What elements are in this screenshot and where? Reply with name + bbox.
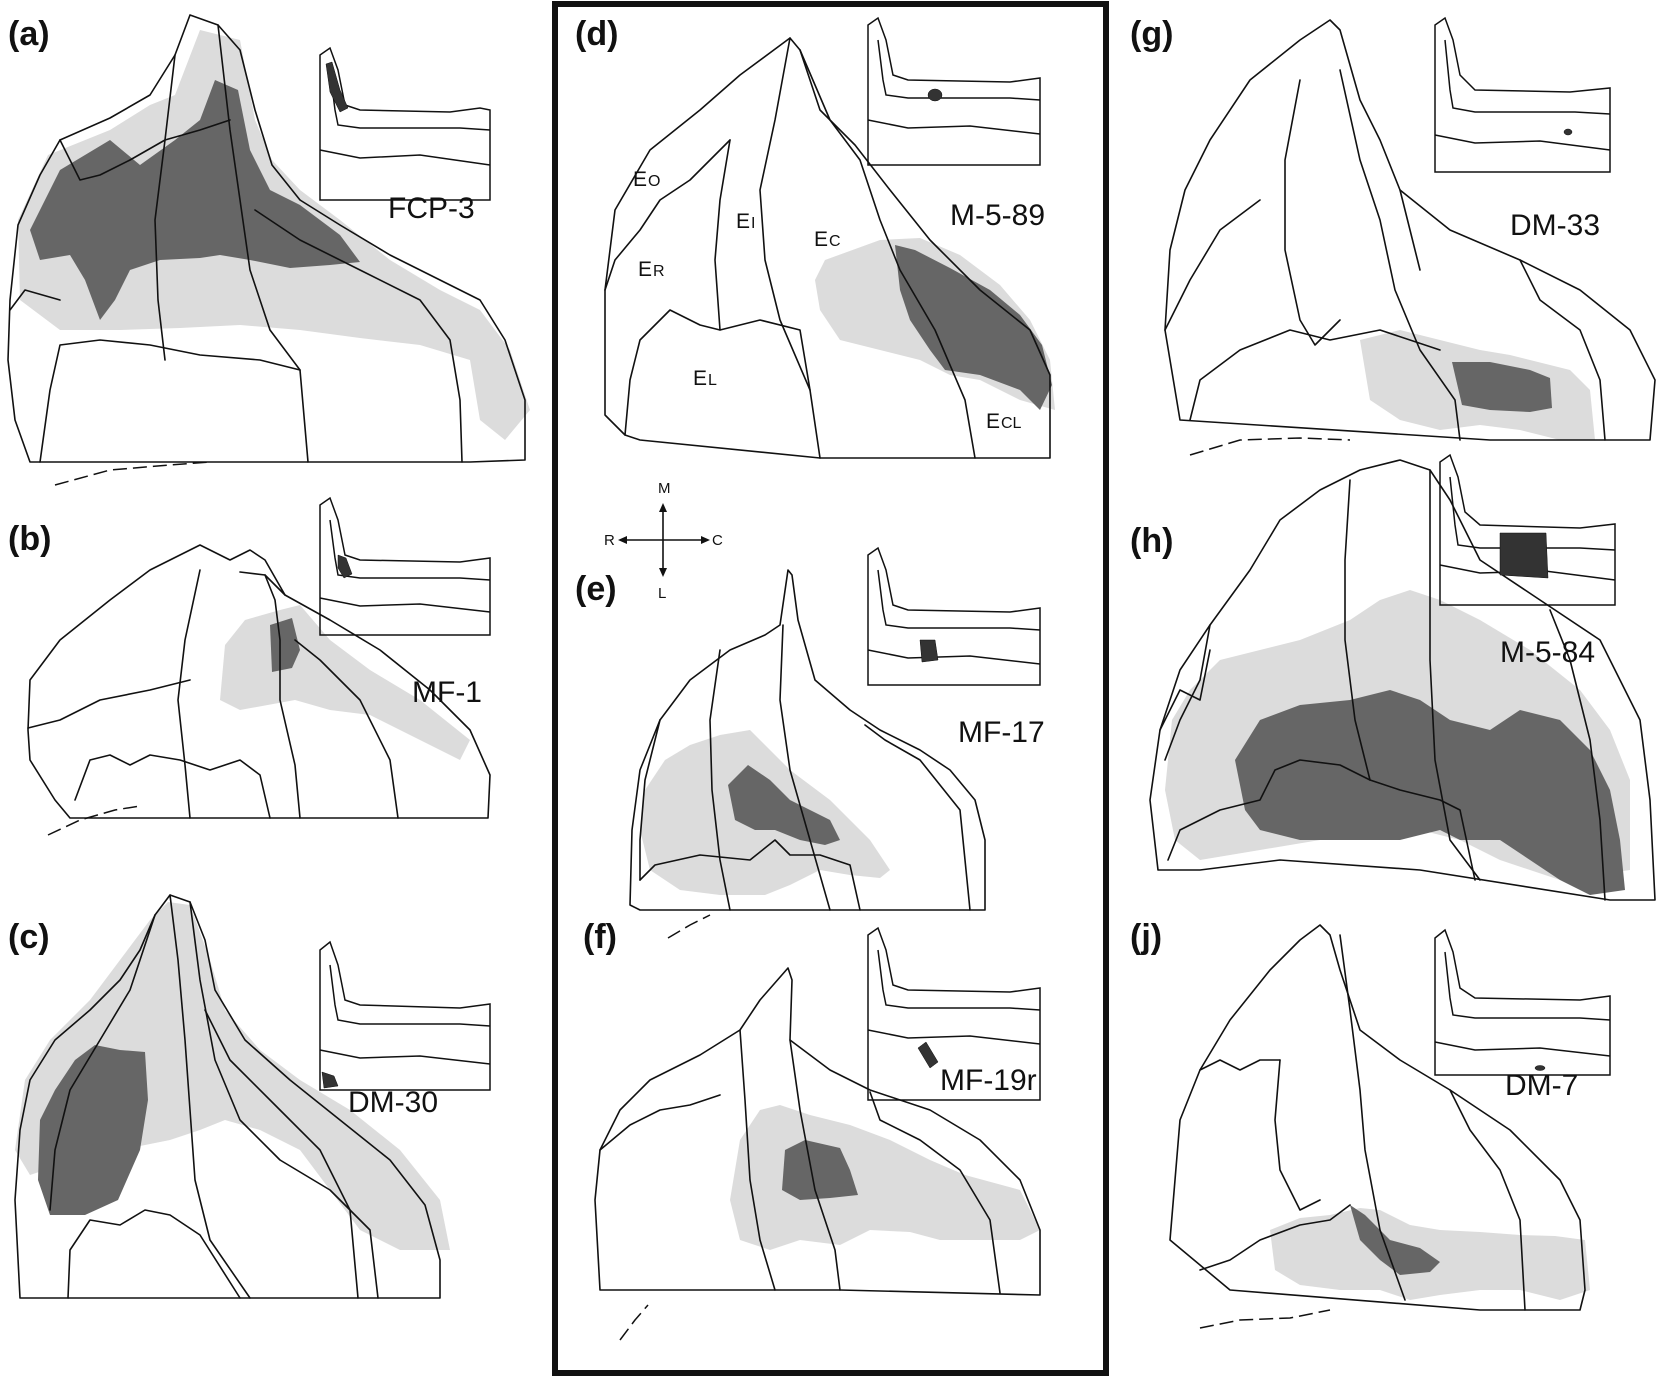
panel-h-inset	[1439, 453, 1616, 606]
panel-a: (a) FCP-3	[7, 14, 530, 486]
compass-down-label: L	[658, 585, 666, 602]
panel-g-dark-region	[1452, 362, 1552, 412]
panel-e-dark-region	[728, 765, 840, 845]
region-label-er: E R	[638, 258, 665, 281]
region-label-eo: E O	[633, 168, 660, 191]
panel-j-inset	[1434, 928, 1611, 1076]
panel-j-outline	[1169, 924, 1586, 1311]
panel-j-inset-mark	[1534, 1065, 1546, 1071]
region-label-el: E L	[693, 367, 717, 390]
panel-e-case-label: MF-17	[958, 716, 1045, 749]
panel-f-case-label: MF-19r	[940, 1064, 1037, 1097]
svg-text:L: L	[708, 372, 717, 389]
panel-f: (f) MF-19r	[583, 918, 1041, 1341]
panel-f-light-region	[730, 1105, 1040, 1250]
panel-e-label: (e)	[575, 570, 617, 608]
center-frame	[552, 1, 1109, 1376]
region-label-ec: E C	[814, 228, 841, 251]
panel-g-inset-mark	[1563, 128, 1573, 136]
panel-c: (c) DM-30	[8, 894, 491, 1299]
panel-a-dark-region	[30, 80, 360, 320]
svg-text:E: E	[736, 210, 750, 233]
panel-b-dark-region	[270, 618, 300, 672]
svg-text:R: R	[653, 263, 665, 280]
panel-a-outline	[7, 14, 526, 463]
panel-c-inset	[319, 940, 491, 1091]
panel-h: (h) M-5-84	[1130, 453, 1656, 901]
panel-c-light-region	[15, 902, 450, 1250]
panel-g-inset	[1434, 16, 1611, 173]
panel-h-outline	[1149, 459, 1656, 901]
panel-f-dark-region	[782, 1140, 858, 1200]
svg-text:E: E	[693, 367, 707, 390]
svg-text:CL: CL	[1001, 415, 1022, 432]
compass-left-label: R	[604, 532, 615, 549]
panel-g-label: (g)	[1130, 15, 1173, 53]
svg-text:E: E	[633, 168, 647, 191]
panel-c-outline	[14, 894, 441, 1299]
panel-d-inset-mark	[927, 88, 943, 102]
panel-j-light-region	[1270, 1208, 1590, 1300]
compass: M L R C	[604, 480, 723, 602]
panel-g: (g) DM-33	[1130, 15, 1656, 456]
panel-b-case-label: MF-1	[412, 676, 482, 709]
panel-b: (b) MF-1	[8, 496, 491, 836]
svg-text:O: O	[648, 173, 660, 190]
panel-c-label: (c)	[8, 918, 50, 956]
panel-j-label: (j)	[1130, 918, 1162, 956]
panel-b-inset-mark	[337, 554, 353, 579]
panel-e-inset	[867, 546, 1041, 686]
panel-j: (j) DM-7	[1130, 918, 1611, 1329]
panel-f-inset	[867, 926, 1041, 1101]
panel-e-outline	[629, 569, 986, 911]
panel-j-case-label: DM-7	[1505, 1069, 1578, 1102]
svg-text:E: E	[638, 258, 652, 281]
panel-a-inset-mark	[325, 61, 349, 113]
panel-d-dark-region	[895, 245, 1052, 410]
panel-h-dark-region	[1235, 690, 1625, 895]
panel-a-case-label: FCP-3	[388, 192, 475, 225]
compass-right-label: C	[712, 532, 723, 549]
panel-d-inset	[867, 16, 1041, 166]
panel-b-label: (b)	[8, 520, 51, 558]
compass-up-label: M	[658, 480, 671, 497]
panel-d-case-label: M-5-89	[950, 199, 1045, 232]
panel-d-label: (d)	[575, 15, 618, 53]
region-label-ecl: E CL	[986, 410, 1022, 433]
svg-text:E: E	[986, 410, 1000, 433]
panel-c-case-label: DM-30	[348, 1086, 438, 1119]
svg-text:E: E	[814, 228, 828, 251]
panel-a-label: (a)	[8, 15, 50, 53]
panel-c-dark-region	[38, 1045, 148, 1215]
panel-h-case-label: M-5-84	[1500, 636, 1595, 669]
panel-c-inset-mark	[321, 1071, 339, 1089]
panel-g-outline	[1164, 19, 1656, 441]
panel-d: (d) M-5-89 E O E R E I E C E L E CL	[575, 15, 1055, 459]
panel-h-inset-mark	[1499, 532, 1549, 579]
panel-f-label: (f)	[583, 918, 617, 956]
svg-text:I: I	[751, 215, 755, 232]
panel-a-inset	[319, 46, 491, 201]
svg-text:C: C	[829, 233, 841, 250]
panel-b-inset	[319, 496, 491, 636]
panel-j-dark-region	[1350, 1205, 1440, 1275]
panel-e-inset-mark	[919, 639, 939, 663]
panel-h-label: (h)	[1130, 522, 1173, 560]
panel-g-case-label: DM-33	[1510, 209, 1600, 242]
panel-e: (e) MF-17	[575, 546, 1045, 939]
panel-d-outline	[604, 37, 1051, 459]
region-label-ei: E I	[736, 210, 755, 233]
panel-f-inset-mark	[917, 1041, 939, 1069]
panel-b-outline	[27, 544, 491, 819]
